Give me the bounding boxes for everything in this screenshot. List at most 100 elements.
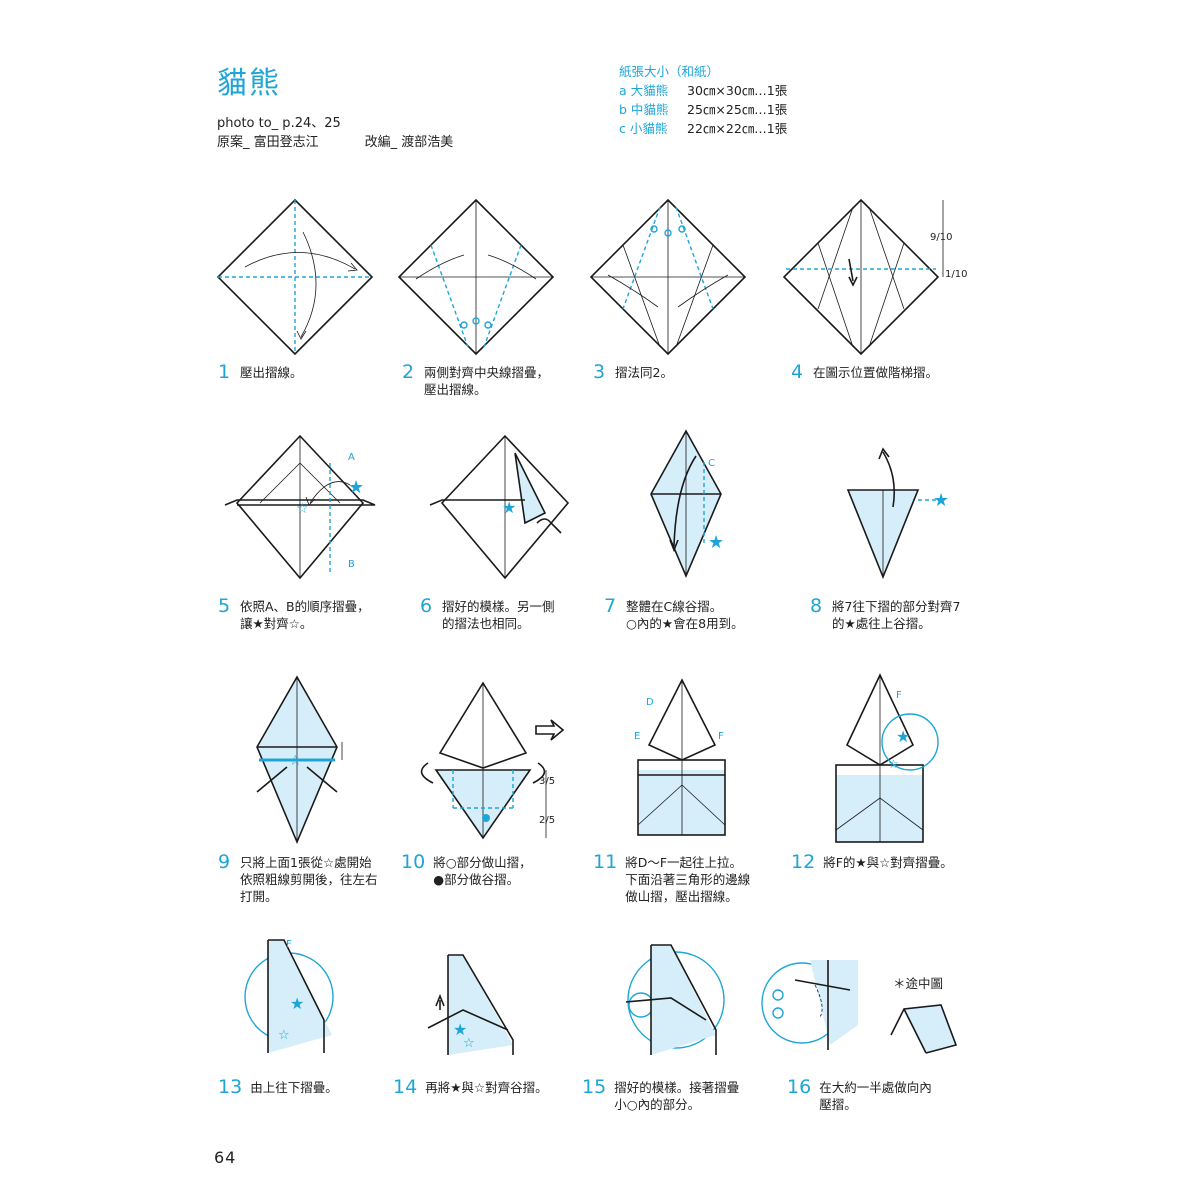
star-outline-icon: ☆ <box>278 1028 290 1043</box>
step-caption: 9 只將上面1張從☆處開始 依照粗線剪開後，往左右 打開。 <box>218 853 378 905</box>
step-number: 6 <box>420 595 433 617</box>
credit-original: 原案_ 富田登志江 <box>217 135 319 150</box>
step-text: 再將★與☆對齊谷摺。 <box>425 1080 548 1095</box>
label-nine-tenths: 9/10 <box>930 232 952 243</box>
credit-adapted: 改編_ 渡部浩美 <box>364 135 454 150</box>
step-text: 只將上面1張從☆處開始 依照粗線剪開後，往左右 打開。 <box>240 855 378 904</box>
paper-size-info: 紙張大小（和紙） a 大貓熊 30㎝×30㎝…1張 b 中貓熊 25㎝×25㎝…1張… <box>619 62 787 138</box>
label-e: E <box>634 731 640 742</box>
step-caption: 3 摺法同2。 <box>593 363 673 382</box>
label-three-fifths: 3/5 <box>539 776 555 787</box>
paper-size-label: a 大貓熊 <box>619 83 669 98</box>
star-filled-icon: ★ <box>290 994 304 1013</box>
paper-size-row: c 小貓熊 22㎝×22㎝…1張 <box>619 119 787 138</box>
diagram-in-progress <box>890 1004 958 1054</box>
diagram-step-11: D E F <box>634 678 726 836</box>
step-number: 3 <box>593 361 606 383</box>
diagram-step-9: ☆ <box>256 675 343 845</box>
step-text: 將7往下摺的部分對齊7 的★處往上谷摺。 <box>832 599 961 631</box>
paper-size-heading: 紙張大小（和紙） <box>619 64 720 79</box>
step-text: 兩側對齊中央線摺疊， 壓出摺線。 <box>424 365 550 397</box>
step-text: 摺好的模樣。另一側 的摺法也相同。 <box>442 599 555 631</box>
diagram-step-10: 3/5 2/5 <box>420 681 565 840</box>
label-b: B <box>348 559 355 570</box>
label-one-tenth: 1/10 <box>945 269 967 280</box>
credits: 原案_ 富田登志江 改編_ 渡部浩美 <box>217 131 453 150</box>
step-caption: 1 壓出摺線。 <box>218 363 303 382</box>
paper-size-label: c 小貓熊 <box>619 121 668 136</box>
label-f: F <box>896 690 902 701</box>
in-progress-note: ＊途中圖 <box>893 976 944 991</box>
step-number: 12 <box>791 851 816 873</box>
paper-size-value: 25㎝×25㎝…1張 <box>687 102 788 117</box>
step-text: 由上往下摺疊。 <box>250 1080 338 1095</box>
step-number: 7 <box>604 595 617 617</box>
diagram-step-8: ★ <box>846 447 949 580</box>
star-filled-icon: ★ <box>453 1020 467 1039</box>
step-caption: 8 將7往下摺的部分對齊7 的★處往上谷摺。 <box>810 597 960 632</box>
star-outline-icon: ☆ <box>463 1036 475 1051</box>
diagram-step-7: C ★ <box>650 429 724 579</box>
diagram-step-12: F ★ ☆ <box>835 673 939 843</box>
paper-size-label: b 中貓熊 <box>619 102 669 117</box>
step-number: 4 <box>791 361 804 383</box>
step-number: 10 <box>401 851 426 873</box>
step-number: 9 <box>218 851 231 873</box>
diagram-step-6: ★ <box>429 434 570 580</box>
step-text: 整體在C線谷摺。 ○內的★會在8用到。 <box>626 599 744 631</box>
step-caption: 12 將F的★與☆對齊摺疊。 <box>791 853 953 872</box>
step-text: 摺好的模樣。接著摺疊 小○內的部分。 <box>614 1080 740 1112</box>
step-caption: 13 由上往下摺疊。 <box>218 1078 338 1097</box>
step-text: 將D～F一起往上拉。 下面沿著三角形的邊線 做山摺，壓出摺線。 <box>625 855 751 904</box>
star-outline-icon: ☆ <box>296 501 309 517</box>
diagram-step-13: F ★ ☆ <box>244 939 334 1053</box>
diagram-step-3 <box>589 198 747 356</box>
step-number: 13 <box>218 1076 243 1098</box>
label-d: D <box>646 697 654 708</box>
star-filled-icon: ★ <box>348 477 364 498</box>
paper-size-value: 30㎝×30㎝…1張 <box>687 83 788 98</box>
page-title: 貓熊 <box>217 66 281 101</box>
paper-size-row: a 大貓熊 30㎝×30㎝…1張 <box>619 81 787 100</box>
photo-reference: photo to_ p.24、25 <box>217 116 341 131</box>
step-caption: 2 兩側對齊中央線摺疊， 壓出摺線。 <box>402 363 549 398</box>
star-filled-icon: ★ <box>896 727 910 746</box>
diagram-step-1 <box>216 198 374 356</box>
paper-size-value: 22㎝×22㎝…1張 <box>687 121 788 136</box>
step-text: 摺法同2。 <box>615 365 673 380</box>
step-caption: 4 在圖示位置做階梯摺。 <box>791 363 938 382</box>
step-caption: 16 在大約一半處做向內 壓摺。 <box>787 1078 932 1113</box>
step-caption: 5 依照A、B的順序摺疊， 讓★對齊☆。 <box>218 597 370 632</box>
page-number: 64 <box>214 1148 237 1167</box>
step-text: 在圖示位置做階梯摺。 <box>813 365 939 380</box>
star-filled-icon: ★ <box>708 532 724 553</box>
star-outline-icon: ☆ <box>289 753 302 769</box>
step-number: 8 <box>810 595 823 617</box>
step-number: 5 <box>218 595 231 617</box>
step-text: 依照A、B的順序摺疊， 讓★對齊☆。 <box>240 599 370 631</box>
step-number: 1 <box>218 361 231 383</box>
step-text: 將F的★與☆對齊摺疊。 <box>823 855 953 870</box>
step-number: 16 <box>787 1076 812 1098</box>
paper-size-row: b 中貓熊 25㎝×25㎝…1張 <box>619 100 787 119</box>
diagram-step-2 <box>397 198 555 356</box>
step-caption: 11 將D～F一起往上拉。 下面沿著三角形的邊線 做山摺，壓出摺線。 <box>593 853 750 905</box>
star-outline-icon: ☆ <box>888 757 899 771</box>
diagram-step-15 <box>625 944 725 1055</box>
label-a: A <box>348 452 355 463</box>
diagram-step-5: A B ★ ☆ <box>224 434 376 580</box>
step-text: 壓出摺線。 <box>240 365 303 380</box>
step-caption: 15 摺好的模樣。接著摺疊 小○內的部分。 <box>582 1078 739 1113</box>
step-caption: 6 摺好的模樣。另一側 的摺法也相同。 <box>420 597 555 632</box>
star-filled-icon: ★ <box>502 498 516 517</box>
diagram-step-16 <box>761 960 858 1050</box>
star-filled-icon: ★ <box>933 490 949 511</box>
step-number: 11 <box>593 851 618 873</box>
diagram-step-4: 9/10 1/10 <box>782 198 967 356</box>
step-number: 2 <box>402 361 415 383</box>
step-text: 在大約一半處做向內 壓摺。 <box>819 1080 932 1112</box>
step-caption: 7 整體在C線谷摺。 ○內的★會在8用到。 <box>604 597 744 632</box>
step-number: 15 <box>582 1076 607 1098</box>
